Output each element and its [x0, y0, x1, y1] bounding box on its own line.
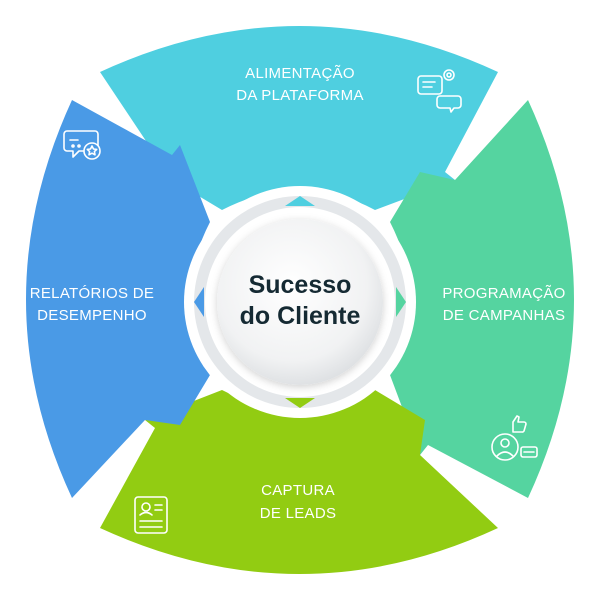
profile-form-icon	[134, 496, 168, 534]
segment-left-shape	[26, 100, 210, 498]
segment-bottom-label-2: DE LEADS	[260, 505, 337, 522]
segment-bottom-shape	[100, 390, 498, 574]
arrow-top	[285, 196, 315, 206]
arrow-left	[194, 287, 204, 317]
center-title-line-2: do Cliente	[240, 302, 361, 330]
rating-chat-icon	[63, 130, 101, 160]
segment-left-label-1: RELATÓRIOS DE	[30, 285, 154, 302]
gear-chat-icon	[417, 69, 462, 113]
segment-right-shape	[390, 100, 574, 498]
segment-top-label-1: ALIMENTAÇÃO	[245, 65, 355, 82]
segment-right: PROGRAMAÇÃO DE CAMPANHAS	[390, 100, 574, 498]
center-hub: Sucesso do Cliente	[184, 186, 416, 418]
segment-top-shape	[100, 26, 498, 210]
segment-left: RELATÓRIOS DE DESEMPENHO	[26, 100, 210, 498]
arrow-bottom	[285, 398, 315, 408]
segment-top-label-2: DA PLATAFORMA	[236, 87, 364, 104]
segment-left-label-2: DESEMPENHO	[37, 307, 147, 324]
center-circle	[217, 219, 383, 385]
center-title-line-1: Sucesso	[249, 271, 352, 299]
segment-right-label-1: PROGRAMAÇÃO	[442, 285, 565, 302]
segment-bottom-label-1: CAPTURA	[261, 482, 335, 499]
segment-top: ALIMENTAÇÃO DA PLATAFORMA	[100, 26, 498, 210]
arrow-right	[396, 287, 406, 317]
segment-right-label-2: DE CAMPANHAS	[443, 307, 566, 324]
like-user-icon	[491, 415, 538, 461]
segment-bottom: CAPTURA DE LEADS	[100, 390, 498, 574]
